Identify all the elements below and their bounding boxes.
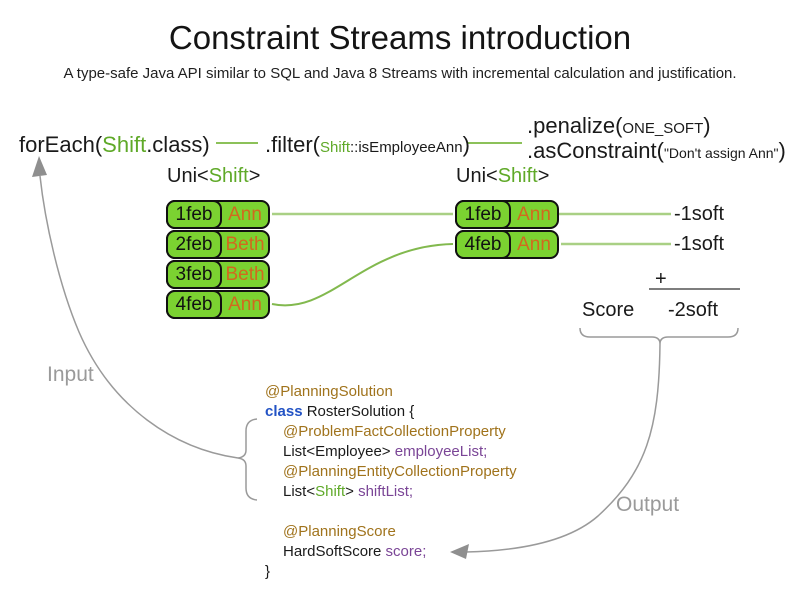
code-segment: Shift xyxy=(315,483,346,500)
page-title: Constraint Streams introduction xyxy=(168,19,632,56)
code-segment: List<Employee> xyxy=(283,443,395,460)
shift-card: 1feb Ann xyxy=(166,200,270,229)
employee-name: Beth xyxy=(225,233,265,255)
code-segment: Shift xyxy=(497,165,538,187)
code-segment: Shift xyxy=(320,139,351,156)
code-line: @ProblemFactCollectionProperty xyxy=(265,422,517,442)
code-segment: .filter( xyxy=(265,132,320,157)
stream-type-label-left: Uni<Shift> xyxy=(167,165,260,188)
code-segment: .class) xyxy=(146,132,210,157)
date-chip: 4feb xyxy=(455,230,511,259)
code-segment: } xyxy=(265,563,271,580)
input-arrowhead-icon xyxy=(32,156,47,177)
code-segment: @ProblemFactCollectionProperty xyxy=(283,423,506,440)
code-segment: Shift xyxy=(102,132,147,157)
stream-type-label-right: Uni<Shift> xyxy=(456,165,549,188)
filter-call: .filter(Shift::isEmployeeAnn) xyxy=(265,132,470,161)
output-bracket xyxy=(579,327,739,345)
code-segment: Shift xyxy=(208,165,249,187)
code-line: @PlanningSolution xyxy=(265,382,517,402)
date-chip: 3feb xyxy=(166,260,222,289)
code-segment: employeeList; xyxy=(394,443,488,460)
code-line: HardSoftScore score; xyxy=(265,542,517,562)
code-line: class RosterSolution { xyxy=(265,402,517,422)
code-segment: ) xyxy=(462,132,470,157)
code-line: @PlanningScore xyxy=(265,522,517,542)
employee-name: Ann xyxy=(228,203,262,225)
shift-card: 3feb Beth xyxy=(166,260,270,289)
code-segment: @PlanningSolution xyxy=(265,383,393,400)
code-segment: RosterSolution { xyxy=(306,403,415,420)
code-segment: > xyxy=(248,165,261,187)
foreach-call: forEach(Shift.class) xyxy=(19,132,210,158)
score-label: Score xyxy=(582,299,635,321)
connector-row-4feb xyxy=(271,243,454,307)
code-line xyxy=(265,502,517,522)
code-segment: "Don't assign Ann" xyxy=(663,145,779,161)
penalize-call: .penalize(ONE_SOFT) xyxy=(527,113,711,141)
shift-card: 4feb Ann xyxy=(166,290,270,319)
shift-card: 4feb Ann xyxy=(455,230,559,259)
date-chip: 1feb xyxy=(455,200,511,229)
code-segment: ::isEmployeeAnn xyxy=(350,139,463,156)
employee-name: Ann xyxy=(517,203,551,225)
code-segment: ) xyxy=(703,113,711,138)
code-segment: @PlanningEntityCollectionProperty xyxy=(283,463,517,480)
shift-card: 1feb Ann xyxy=(455,200,559,229)
penalty-value: -1soft xyxy=(674,233,725,255)
code-line: @PlanningEntityCollectionProperty xyxy=(265,462,517,482)
code-line: List<Employee> employeeList; xyxy=(265,442,517,462)
date-chip: 2feb xyxy=(166,230,222,259)
code-segment: class xyxy=(265,403,307,420)
page-subtitle: A type-safe Java API similar to SQL and … xyxy=(63,65,737,82)
input-label: Input xyxy=(47,363,94,386)
code-segment: Uni< xyxy=(456,165,498,187)
date-chip: 1feb xyxy=(166,200,222,229)
date-chip: 4feb xyxy=(166,290,222,319)
code-line: List<Shift> shiftList; xyxy=(265,482,517,502)
code-segment: Uni< xyxy=(167,165,209,187)
output-label: Output xyxy=(616,493,680,516)
shift-card: 2feb Beth xyxy=(166,230,270,259)
code-segment: .asConstraint( xyxy=(527,138,664,163)
as-constraint-call: .asConstraint("Don't assign Ann") xyxy=(527,138,786,166)
plus-sign: + xyxy=(655,268,667,290)
employee-name: Ann xyxy=(517,233,551,255)
employee-name: Ann xyxy=(228,293,262,315)
code-segment: ) xyxy=(778,138,786,163)
code-brace xyxy=(237,418,258,501)
code-segment: score; xyxy=(385,543,427,560)
code-segment: > xyxy=(537,165,550,187)
employee-name: Beth xyxy=(225,263,265,285)
penalty-value: -1soft xyxy=(674,203,725,225)
code-segment: ONE_SOFT xyxy=(622,120,704,137)
code-segment: .penalize( xyxy=(527,113,623,138)
code-segment: HardSoftScore xyxy=(283,543,386,560)
code-segment: @PlanningScore xyxy=(283,523,396,540)
code-segment: forEach( xyxy=(19,132,103,157)
code-segment: shiftList; xyxy=(358,483,414,500)
code-line: } xyxy=(265,562,517,582)
total-score: -2soft xyxy=(668,299,719,321)
code-segment: List< xyxy=(283,483,316,500)
code-segment: > xyxy=(345,483,359,500)
